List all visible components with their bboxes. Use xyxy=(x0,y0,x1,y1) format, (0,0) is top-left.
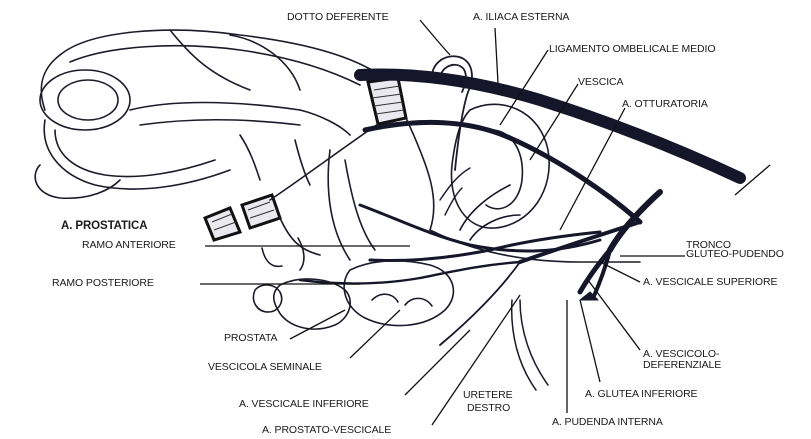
label-vescicale-inferiore: A. VESCICALE INFERIORE xyxy=(239,399,369,410)
label-vescica: VESCICA xyxy=(578,77,623,88)
label-vescicola-seminale: VESCICOLA SEMINALE xyxy=(208,362,322,373)
label-glutea-inferiore: A. GLUTEA INFERIORE xyxy=(585,389,697,400)
label-pudenda-interna: A. PUDENDA INTERNA xyxy=(552,417,663,428)
label-prostatica: A. PROSTATICA xyxy=(61,221,147,233)
ureter xyxy=(512,300,548,390)
label-tronco-line2: GLUTEO-PUDENDO xyxy=(686,250,784,260)
bone-sections xyxy=(205,78,406,240)
label-iliaca-esterna: A. ILIACA ESTERNA xyxy=(473,12,569,23)
label-ligamento-ombelicale: LIGAMENTO OMBELICALE MEDIO xyxy=(549,44,715,55)
label-ramo-posteriore: RAMO POSTERIORE xyxy=(52,278,154,289)
label-vescicale-superiore: A. VESCICALE SUPERIORE xyxy=(643,277,777,288)
label-prostata: PROSTATA xyxy=(224,333,277,344)
label-uretere-line1: URETERE xyxy=(463,391,512,401)
label-uretere-line2: DESTRO xyxy=(467,404,510,414)
label-prostato-vescicale: A. PROSTATO-VESCICALE xyxy=(262,425,391,436)
label-dotto-deferente: DOTTO DEFERENTE xyxy=(287,12,389,23)
label-vescicolo-line2: DEFERENZIALE xyxy=(643,361,721,371)
label-ramo-anteriore: RAMO ANTERIORE xyxy=(82,240,176,251)
label-otturatoria: A. OTTURATORIA xyxy=(622,99,708,110)
